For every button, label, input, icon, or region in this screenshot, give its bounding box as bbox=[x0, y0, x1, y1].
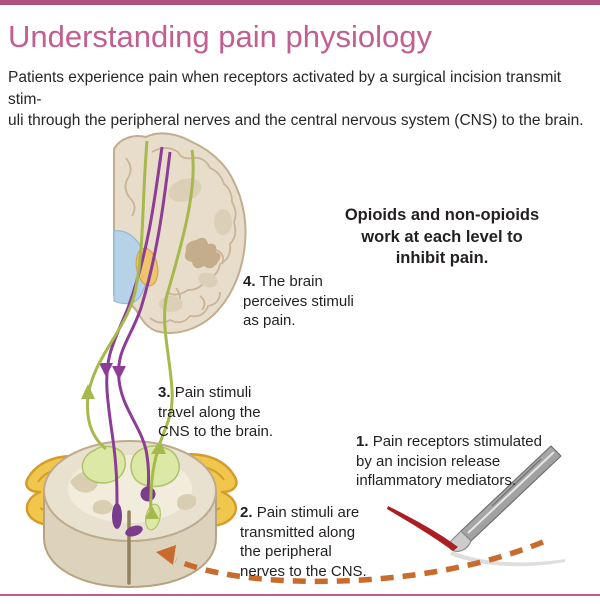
opioids-callout: Opioids and non-opioids work at each lev… bbox=[342, 205, 542, 270]
ascending-pathways bbox=[85, 140, 195, 515]
annotation-step-4-text: The brain perceives stimuli as pain. bbox=[243, 273, 354, 329]
annotation-step-2-number: 2. bbox=[240, 504, 253, 521]
intro-paragraph: Patients experience pain when receptors … bbox=[8, 67, 596, 132]
dashed-arrowhead bbox=[156, 545, 176, 565]
descending-arrowhead-1 bbox=[99, 363, 113, 377]
synapse-blob-elongated bbox=[112, 503, 122, 529]
annotation-step-1: 1. Pain receptors stimulated by an incis… bbox=[356, 432, 552, 491]
bottom-accent-line bbox=[0, 594, 600, 596]
annotation-step-1-text: Pain receptors stimulated by an incision… bbox=[356, 433, 542, 489]
scalpel-illustration bbox=[387, 445, 565, 567]
pathway-arrow-dashed bbox=[174, 539, 545, 585]
ascending-arrowhead-1 bbox=[81, 384, 95, 399]
deep-brain-structure bbox=[184, 237, 221, 269]
descending-pathway-line-2 bbox=[117, 151, 172, 491]
scalpel-handle-groove bbox=[491, 458, 542, 507]
top-accent-bar bbox=[0, 0, 600, 5]
page-title: Understanding pain physiology bbox=[8, 19, 432, 54]
incision-line bbox=[387, 506, 458, 551]
annotation-step-2: 2. Pain stimuli are transmitted along th… bbox=[240, 503, 372, 581]
ascending-pathway-line-1 bbox=[85, 140, 149, 451]
synapse-blob-round bbox=[140, 486, 156, 502]
annotation-step-1-number: 1. bbox=[356, 433, 369, 450]
intro-line-2: uli through the peripheral nerves and th… bbox=[8, 112, 584, 129]
annotation-step-3: 3. Pain stimuli travel along the CNS to … bbox=[158, 383, 280, 442]
annotation-step-2-text: Pain stimuli are transmitted along the p… bbox=[240, 504, 367, 580]
brain-illustration bbox=[113, 132, 247, 334]
ascending-pathway-line-2 bbox=[149, 149, 195, 515]
intro-line-1: Patients experience pain when receptors … bbox=[8, 69, 562, 108]
synapse-blob-small bbox=[125, 525, 143, 537]
descending-arrowhead-2 bbox=[112, 366, 126, 380]
callout-line-3: inhibit pain. bbox=[395, 249, 489, 267]
callout-line-2: work at each level to bbox=[361, 227, 523, 246]
scalpel-shadow bbox=[450, 551, 565, 567]
scalpel-handle-highlight bbox=[467, 451, 555, 534]
callout-line-1: Opioids and non-opioids bbox=[344, 206, 540, 224]
annotation-step-3-text: Pain stimuli travel along the CNS to the… bbox=[158, 384, 274, 440]
ascending-arrowhead-3 bbox=[145, 506, 159, 519]
spinal-cord-illustration bbox=[25, 440, 238, 589]
annotation-step-3-number: 3. bbox=[158, 384, 171, 401]
annotation-step-4: 4. The brain perceives stimuli as pain. bbox=[243, 272, 355, 331]
ascending-arrowhead-2 bbox=[151, 440, 166, 454]
annotation-step-4-number: 4. bbox=[243, 273, 256, 290]
